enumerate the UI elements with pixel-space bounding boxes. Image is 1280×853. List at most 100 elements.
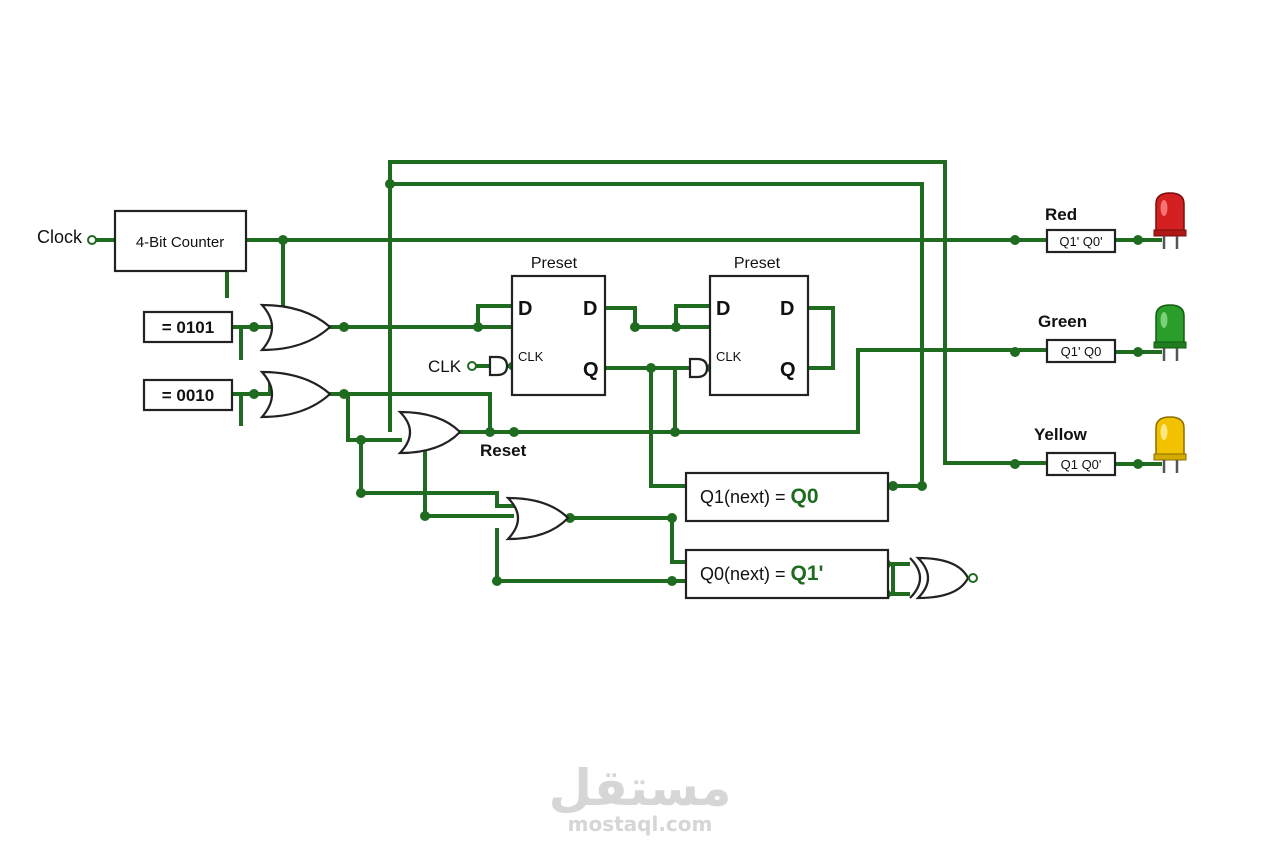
- led-red-icon: [1153, 192, 1187, 249]
- comparator-box[interactable]: [142, 378, 234, 412]
- counter-box[interactable]: [113, 209, 248, 273]
- comparator-0101[interactable]: = 0101: [142, 310, 234, 344]
- equation-rhs: Q1': [791, 562, 824, 585]
- junction: [888, 481, 898, 491]
- comparator-box[interactable]: [142, 310, 234, 344]
- watermark-arabic: مستقل: [549, 759, 732, 817]
- wire-q0-eq1: [649, 366, 688, 488]
- comparator-0010[interactable]: = 0010: [142, 378, 234, 412]
- junction: [1010, 235, 1020, 245]
- wire-yellow-feedback: [388, 160, 1047, 465]
- logic-box[interactable]: [1045, 338, 1117, 364]
- light-green[interactable]: Green Q1' Q0: [1038, 304, 1187, 364]
- watermark-url: mostaql.com: [568, 812, 713, 836]
- light-yellow[interactable]: Yellow Q1 Q0': [1034, 416, 1187, 477]
- or-gate-3[interactable]: [397, 410, 462, 455]
- equation-q0-next[interactable]: Q0(next) = Q1': [684, 548, 890, 600]
- clk-label: CLK: [428, 357, 462, 376]
- wire-ff1q: [603, 366, 677, 434]
- light-name: Yellow: [1034, 425, 1088, 444]
- equation-q1-next[interactable]: Q1(next) = Q0: [684, 471, 890, 523]
- preset-label: Preset: [734, 255, 781, 272]
- junction: [492, 576, 502, 586]
- junction: [667, 513, 677, 523]
- wire-ff1-ff2: [603, 304, 712, 329]
- ff1-d-out: D: [583, 298, 597, 320]
- equation-text: Q1(next) = Q0: [700, 485, 819, 508]
- junction: [356, 488, 366, 498]
- junction: [671, 322, 681, 332]
- ff2-box[interactable]: [708, 274, 810, 397]
- wire-or3-a: [359, 438, 514, 508]
- comparator-label: = 0010: [162, 386, 214, 405]
- junction: [1010, 459, 1020, 469]
- equation-lhs: Q1(next) =: [700, 487, 791, 507]
- junction: [667, 576, 677, 586]
- or-gate-2[interactable]: [259, 370, 332, 419]
- equation-box[interactable]: [684, 548, 890, 600]
- junction: [1133, 347, 1143, 357]
- equation-box[interactable]: [684, 471, 890, 523]
- junction: [630, 322, 640, 332]
- ff1-clk: CLK: [518, 349, 544, 364]
- clock-label: Clock: [37, 227, 83, 247]
- junction: [278, 235, 288, 245]
- logic-label: Q1' Q0: [1061, 344, 1102, 359]
- wire-q1next-feedback: [388, 182, 924, 488]
- clk-inverter: [488, 355, 509, 377]
- junction: [509, 427, 519, 437]
- wire-ff2-loop: [806, 306, 835, 370]
- equation-rhs: Q0: [791, 485, 819, 508]
- junction: [646, 363, 656, 373]
- ff1-d-in: D: [518, 298, 532, 320]
- junction: [1133, 459, 1143, 469]
- ff2-q: Q: [780, 359, 796, 381]
- led-yellow-icon: [1153, 416, 1187, 473]
- junction: [1133, 235, 1143, 245]
- clk-pin[interactable]: [467, 361, 477, 371]
- ff2-d-in: D: [716, 298, 730, 320]
- equation-lhs: Q0(next) =: [700, 564, 791, 584]
- junction: [670, 427, 680, 437]
- comparator-label: = 0101: [162, 318, 214, 337]
- logic-box[interactable]: [1045, 451, 1117, 477]
- xnor-gate[interactable]: [909, 556, 978, 600]
- preset-label: Preset: [531, 255, 578, 272]
- ff2-clk: CLK: [716, 349, 742, 364]
- watermark: مستقل mostaql.com: [549, 759, 732, 836]
- xnor-body: [915, 556, 970, 600]
- junction: [249, 322, 259, 332]
- led-green-icon: [1153, 304, 1187, 361]
- clk-input[interactable]: CLK: [428, 355, 509, 377]
- logic-label: Q1 Q0': [1061, 457, 1102, 472]
- ff2-clk-inverter: [688, 357, 709, 379]
- wire-or2-reset: [346, 392, 492, 434]
- ff2-d-out: D: [780, 298, 794, 320]
- ff1-q: Q: [583, 359, 599, 381]
- wire-or1-ff1d: [328, 304, 514, 329]
- light-red[interactable]: Red Q1' Q0': [1045, 192, 1187, 254]
- or-gate-4[interactable]: [505, 496, 570, 541]
- counter-label: 4-Bit Counter: [136, 234, 224, 251]
- reset-label: Reset: [480, 441, 527, 460]
- junction: [249, 389, 259, 399]
- ff1-box[interactable]: [510, 274, 607, 397]
- junction: [356, 435, 366, 445]
- junction: [565, 513, 575, 523]
- xnor-output-pin[interactable]: [968, 573, 978, 583]
- or-gate-1[interactable]: [259, 303, 332, 352]
- junction: [420, 511, 430, 521]
- flip-flop-2[interactable]: Preset D D CLK Q: [708, 255, 810, 397]
- logic-box[interactable]: [1045, 228, 1117, 254]
- junction: [485, 427, 495, 437]
- clock-input[interactable]: Clock: [37, 227, 97, 247]
- flip-flop-1[interactable]: Preset D D CLK Q: [510, 255, 607, 397]
- wires: [92, 160, 1162, 596]
- junction: [385, 179, 395, 189]
- clock-pin[interactable]: [87, 235, 97, 245]
- equation-text: Q0(next) = Q1': [700, 562, 824, 585]
- wire-green: [458, 348, 1047, 434]
- counter-block[interactable]: 4-Bit Counter: [113, 209, 248, 273]
- junction: [1010, 347, 1020, 357]
